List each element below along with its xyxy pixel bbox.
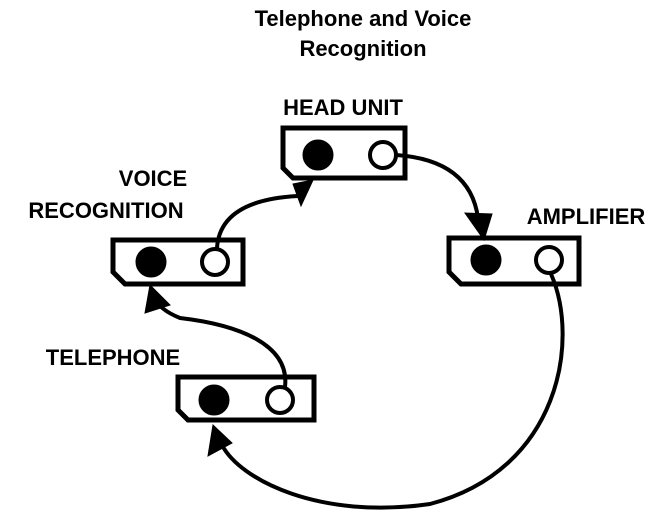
wire-amplifier-to-telephone [220, 272, 565, 510]
amplifier-label: AMPLIFIER [527, 204, 646, 229]
arrowhead-headunit-to-amplifier [464, 212, 493, 242]
head-unit-input-jack [302, 139, 334, 171]
amplifier-output-jack [534, 245, 564, 275]
voice-recognition-label-line2: RECOGNITION [28, 198, 183, 223]
voice-recognition-input-jack [135, 246, 167, 278]
telephone-module: TELEPHONE [46, 345, 317, 423]
voice-recognition-output-jack [200, 247, 230, 277]
telephone-input-jack [198, 384, 230, 416]
voice-recognition-module: VOICE RECOGNITION [28, 166, 246, 287]
head-unit-module: HEAD UNIT [280, 95, 408, 181]
head-unit-output-jack [368, 140, 398, 170]
telephone-label: TELEPHONE [46, 345, 180, 370]
wire-headunit-to-amplifier [394, 153, 480, 220]
arrowhead-amplifier-to-telephone [207, 423, 233, 457]
amplifier-input-jack [470, 244, 502, 276]
diagram-title-line2: Recognition [299, 36, 426, 61]
amplifier-module: AMPLIFIER [446, 204, 646, 287]
arrowhead-telephone-to-voice [144, 283, 171, 314]
voice-recognition-label-line1: VOICE [119, 166, 187, 191]
telephone-output-jack [265, 385, 295, 415]
wire-telephone-to-voice [154, 298, 288, 389]
diagram-title-line1: Telephone and Voice [255, 6, 472, 31]
wire-voice-to-headunit [215, 194, 300, 250]
head-unit-label: HEAD UNIT [283, 95, 403, 120]
arrowhead-voice-to-headunit [292, 179, 314, 208]
